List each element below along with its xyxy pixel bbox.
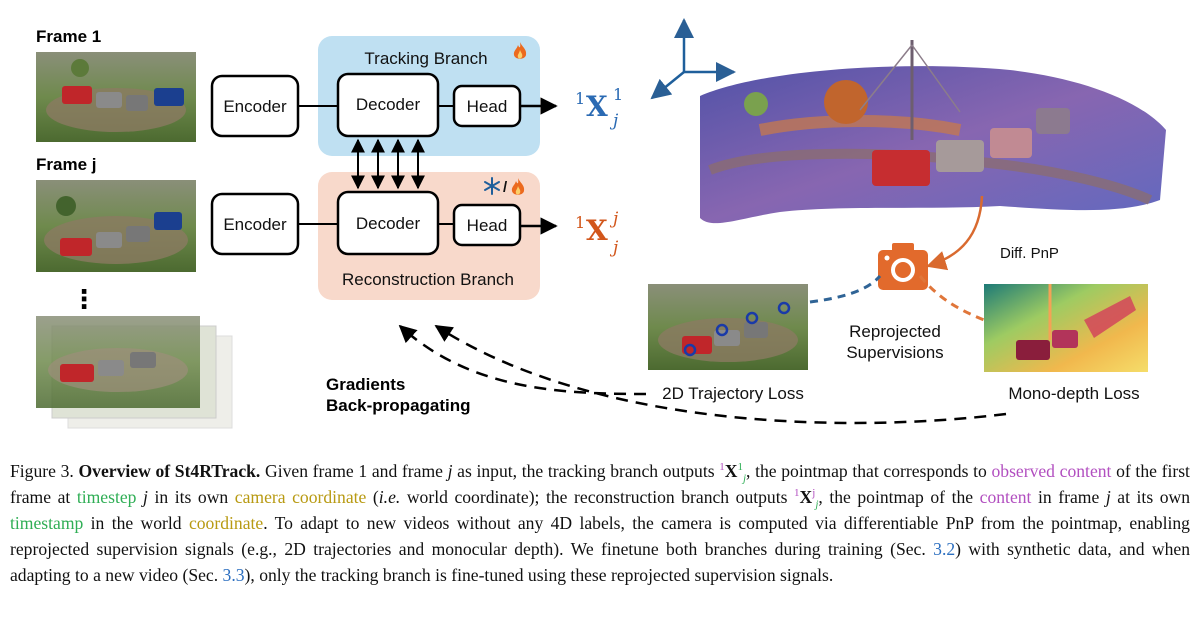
tracking-head-label: Head: [467, 97, 508, 116]
reconstruction-output-formula: 1 X j j: [575, 209, 619, 258]
snowflake-icon: [484, 177, 500, 195]
reconstruction-encoder-label: Encoder: [223, 215, 287, 234]
gradients-label-line2: Back-propagating: [326, 396, 471, 415]
framej-thumbnail: [36, 180, 196, 272]
overview-figure: Frame 1 Frame j ⋮ Tracking Branch: [36, 18, 1166, 429]
camera-icon: [878, 243, 928, 290]
timestep-term: timestep: [76, 487, 137, 507]
observed-content-term: observed content: [991, 461, 1112, 481]
diff-pnp-label: Diff. PnP: [1000, 245, 1059, 262]
cross-attention-arrows: [351, 138, 425, 190]
section-link-3-2[interactable]: 3.2: [933, 539, 956, 559]
frame-stack: [36, 316, 233, 429]
flame-icon: [511, 178, 525, 195]
tracking-output-formula: 1 X 1 j: [575, 85, 623, 131]
svg-text:1: 1: [575, 213, 585, 232]
frames-ellipsis: ⋮: [71, 285, 97, 315]
mono-depth-loss-label: Mono-depth Loss: [1008, 384, 1139, 403]
figure-number: Figure 3.: [10, 461, 74, 481]
svg-text:j: j: [609, 238, 619, 258]
trajectory-supervision-dash: [809, 274, 882, 304]
point-cloud-reconstruction: [700, 40, 1166, 224]
frame1-label: Frame 1: [36, 27, 101, 46]
svg-text:j: j: [609, 209, 619, 229]
section-link-3-3[interactable]: 3.3: [222, 565, 245, 585]
reconstruction-branch-label: Reconstruction Branch: [342, 270, 514, 289]
caption-title: Overview of St4RTrack.: [78, 461, 261, 481]
reconstruction-decoder-label: Decoder: [356, 214, 421, 233]
camera-coordinate-term: camera coordinate: [234, 487, 367, 507]
frame1-thumbnail: [36, 52, 196, 142]
svg-text:X: X: [586, 90, 608, 123]
trajectory-loss-label: 2D Trajectory Loss: [662, 384, 804, 403]
gradients-label-line1: Gradients: [326, 375, 405, 394]
svg-text:j: j: [609, 111, 619, 131]
gradient-backprop-arrow-1: [398, 324, 647, 396]
status-separator: /: [503, 179, 508, 196]
timestamp-term: timestamp: [10, 513, 84, 533]
content-term: content: [979, 487, 1032, 507]
tracking-output-math: 1X1j: [719, 461, 747, 485]
svg-text:X: X: [586, 214, 608, 247]
coordinate-axes-icon: [650, 18, 736, 100]
diff-pnp-arrow: [926, 195, 984, 271]
trajectory-image: [648, 284, 808, 370]
gradient-backprop-arrow-2: [434, 324, 1007, 425]
reconstruction-head-label: Head: [467, 216, 508, 235]
framej-label: Frame j: [36, 155, 96, 174]
reprojected-label-line2: Supervisions: [846, 343, 943, 362]
coordinate-term: coordinate: [188, 513, 264, 533]
reconstruction-output-math: 1Xjj: [794, 487, 819, 511]
depth-supervision-dash: [918, 275, 985, 322]
mono-depth-image: [984, 284, 1148, 372]
reprojected-label-line1: Reprojected: [849, 322, 941, 341]
figure-caption: Figure 3. Overview of St4RTrack. Given f…: [10, 461, 1191, 585]
tracking-encoder-label: Encoder: [223, 97, 287, 116]
flame-icon: [513, 42, 527, 59]
tracking-branch-label: Tracking Branch: [364, 49, 487, 68]
svg-text:1: 1: [613, 85, 623, 104]
tracking-decoder-label: Decoder: [356, 95, 421, 114]
svg-text:1: 1: [575, 89, 585, 108]
